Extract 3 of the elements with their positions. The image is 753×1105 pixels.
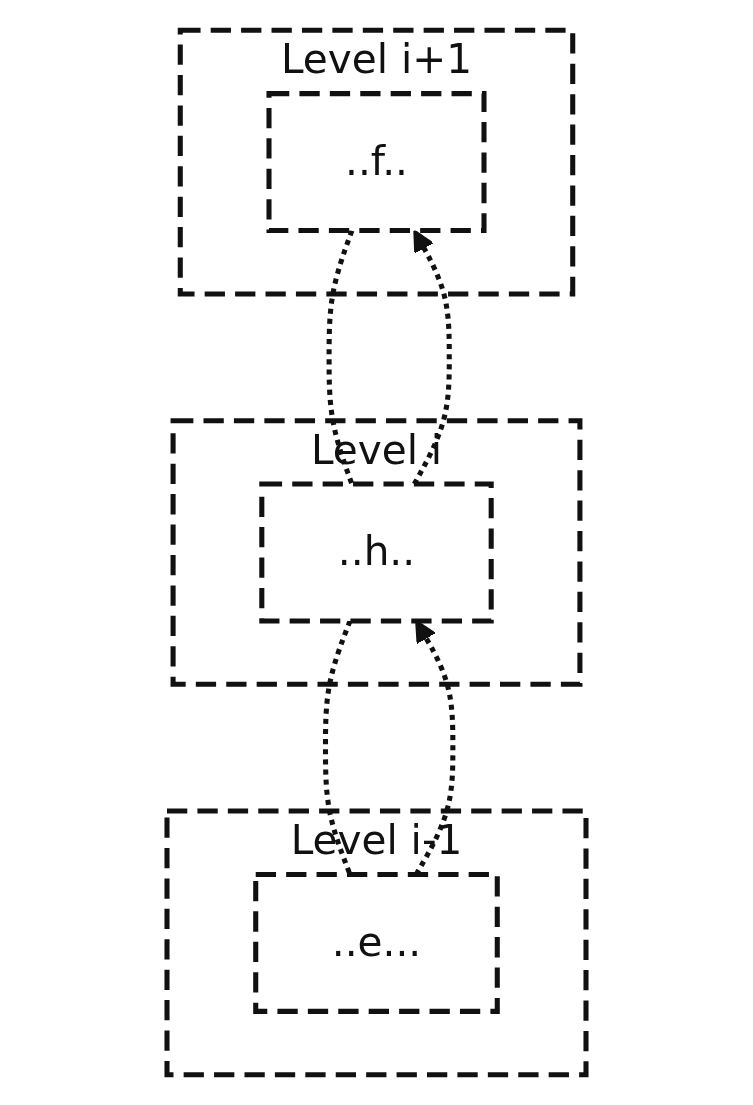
node-box: ..h.. [259,481,494,624]
node-box: ..f.. [266,91,487,234]
node-box: ..e... [253,871,500,1014]
